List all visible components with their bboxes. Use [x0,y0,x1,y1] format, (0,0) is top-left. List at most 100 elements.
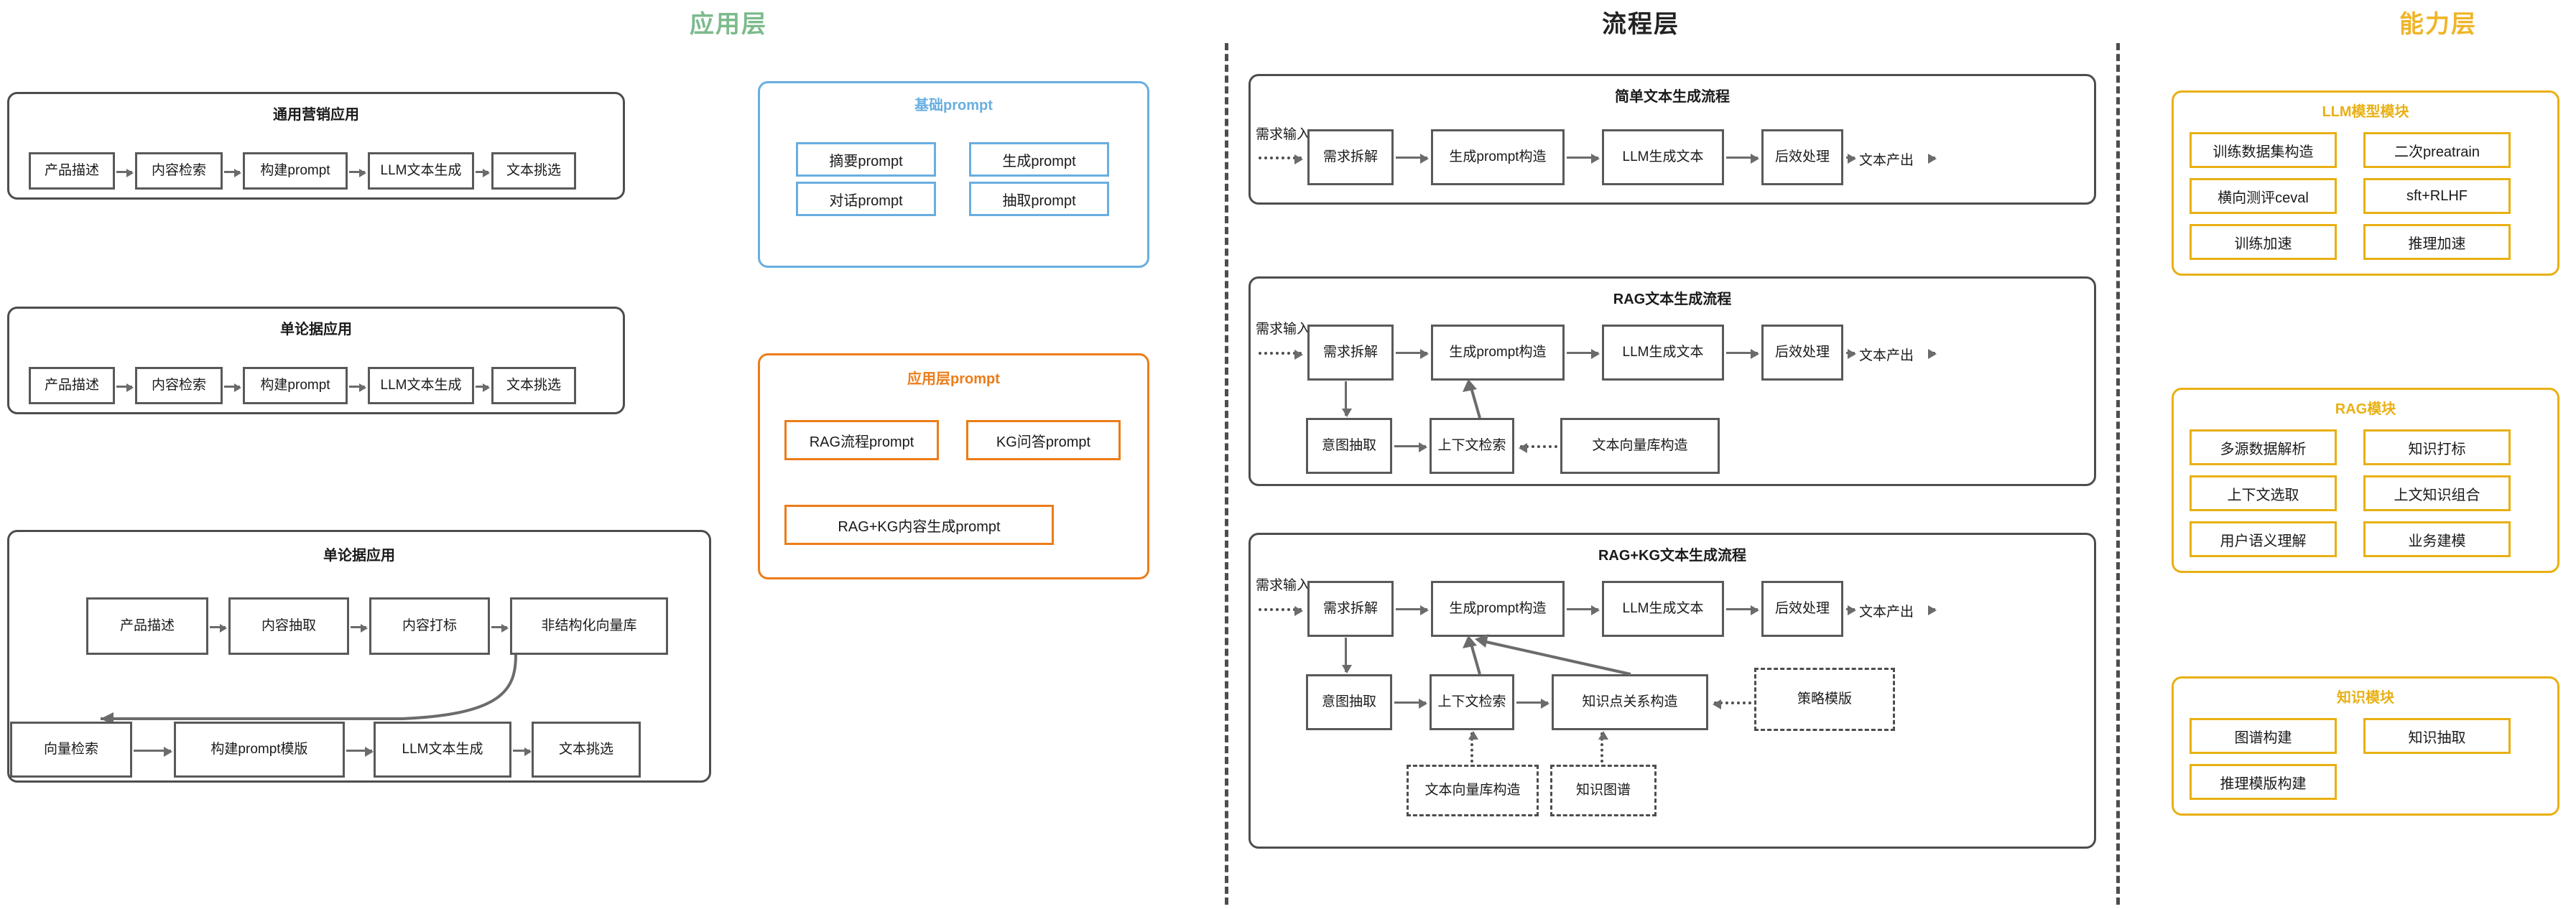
arrow-right [224,169,241,177]
flow-step-box[interactable]: 生成prompt构造 [1431,325,1565,381]
flow-step-box[interactable]: 后效处理 [1761,325,1843,381]
panel-title: 简单文本生成流程 [1615,89,1730,105]
step-box[interactable]: 文本挑选 [491,367,576,404]
step-box[interactable]: 内容检索 [135,367,223,404]
step-box[interactable]: 文本挑选 [532,722,641,778]
arrow-down [1342,638,1352,673]
prompt-box[interactable]: KG问答prompt [966,420,1121,460]
step-box[interactable]: 内容打标 [369,597,490,655]
prompt-box[interactable]: 抽取prompt [969,182,1109,216]
arrow-left-dotted [1519,443,1557,453]
flow-dashed-box[interactable]: 文本向量库构造 [1407,765,1539,816]
flow-step-box[interactable]: 文本向量库构造 [1560,418,1720,474]
capability-box[interactable]: 知识抽取 [2363,718,2511,754]
step-box[interactable]: 向量检索 [10,722,132,778]
arrow-right [1567,154,1600,164]
flow-input-label: 需求输入 [1256,322,1311,337]
arrow-right [116,383,134,392]
flow-step-box[interactable]: 需求拆解 [1307,581,1394,637]
capability-box[interactable]: 推理模版构建 [2190,764,2337,800]
prompt-box[interactable]: RAG流程prompt [784,420,939,460]
flow-output-label: 文本产出 [1859,153,1914,168]
capability-box[interactable]: 业务建模 [2363,521,2511,557]
step-box[interactable]: LLM文本生成 [368,152,474,190]
flow-output-label: 文本产出 [1859,348,1914,363]
arrow-right [224,383,241,392]
flow-step-box[interactable]: 后效处理 [1761,581,1843,637]
flow-step-box[interactable]: 上下文检索 [1430,418,1514,474]
step-box[interactable]: 构建prompt [243,367,348,404]
capability-box[interactable]: 上下文选取 [2190,475,2337,511]
arrow-right [1396,349,1429,359]
arrow-output-tip [1928,154,1937,164]
flow-dashed-box[interactable]: 知识图谱 [1550,765,1657,816]
step-box[interactable]: 产品描述 [29,152,115,190]
capability-box[interactable]: 用户语义理解 [2190,521,2337,557]
flow-step-box[interactable]: 生成prompt构造 [1431,129,1565,185]
capability-box[interactable]: 上文知识组合 [2363,475,2511,511]
prompt-box[interactable]: 生成prompt [969,142,1109,177]
flow-step-box[interactable]: LLM生成文本 [1602,581,1724,637]
arrow-output-tip [1928,349,1937,359]
step-box[interactable]: 非结构化向量库 [510,597,668,655]
arrow-input-dotted [1259,154,1303,164]
prompt-box[interactable]: RAG+KG内容生成prompt [784,505,1054,545]
group-title: 知识模块 [2337,690,2394,706]
step-box[interactable]: LLM文本生成 [374,722,511,778]
arrow-right [1567,605,1600,615]
arrow-input-dotted [1259,606,1303,616]
capability-box[interactable]: 多源数据解析 [2190,429,2337,465]
step-box[interactable]: LLM文本生成 [368,367,474,404]
step-box[interactable]: 构建prompt模版 [174,722,345,778]
flow-step-box[interactable]: 生成prompt构造 [1431,581,1565,637]
flow-step-box[interactable]: 需求拆解 [1307,129,1394,185]
step-box[interactable]: 产品描述 [86,597,208,655]
capability-box[interactable]: 推理加速 [2363,224,2511,260]
step-box[interactable]: 内容抽取 [228,597,349,655]
panel-title: RAG文本生成流程 [1613,292,1732,307]
arrow-right [1394,699,1427,709]
capability-box[interactable]: 横向测评ceval [2190,178,2337,214]
arrow-right [346,747,374,757]
arrow-output [1846,154,1856,164]
capability-box[interactable]: 图谱构建 [2190,718,2337,754]
capability-box[interactable]: sft+RLHF [2363,178,2511,214]
arrow-right [134,747,172,757]
step-box[interactable]: 文本挑选 [491,152,576,190]
flow-step-box[interactable]: LLM生成文本 [1602,325,1724,381]
flow-step-box[interactable]: 需求拆解 [1307,325,1394,381]
arrow-right [491,624,509,633]
flow-step-box[interactable]: 意图抽取 [1306,674,1392,730]
layer-title-capability: 能力层 [2399,11,2477,38]
capability-box[interactable]: 二次preatrain [2363,132,2511,168]
flow-step-box[interactable]: 上下文检索 [1430,674,1514,730]
prompt-box[interactable]: 摘要prompt [796,142,936,177]
capability-box[interactable]: 训练数据集构造 [2190,132,2337,168]
flow-step-box[interactable]: 意图抽取 [1306,418,1392,474]
step-box[interactable]: 构建prompt [243,152,348,190]
flow-step-box[interactable]: LLM生成文本 [1602,129,1724,185]
panel-title: 单论据应用 [323,548,395,564]
step-box[interactable]: 内容检索 [135,152,223,190]
arrow-output-tip [1928,605,1937,615]
arrow-right [476,169,490,177]
prompt-box[interactable]: 对话prompt [796,182,936,216]
arrow-right [1516,699,1549,709]
arrow-right [1726,154,1759,164]
flow-dashed-box[interactable]: 策略模版 [1754,668,1895,731]
arrow-up-dotted [1598,731,1608,763]
separator-right [2116,43,2120,905]
separator-left [1225,43,1228,905]
arrow-down [1342,381,1352,417]
flow-step-box[interactable]: 后效处理 [1761,129,1843,185]
panel-title: RAG+KG文本生成流程 [1598,548,1747,564]
arrow-right [349,169,366,177]
arrow-right [116,169,134,177]
step-box[interactable]: 产品描述 [29,367,115,404]
arrow-output [1846,605,1856,615]
capability-box[interactable]: 训练加速 [2190,224,2337,260]
panel-title: 通用营销应用 [273,107,359,123]
arrow-left-dotted [1713,699,1751,709]
capability-box[interactable]: 知识打标 [2363,429,2511,465]
